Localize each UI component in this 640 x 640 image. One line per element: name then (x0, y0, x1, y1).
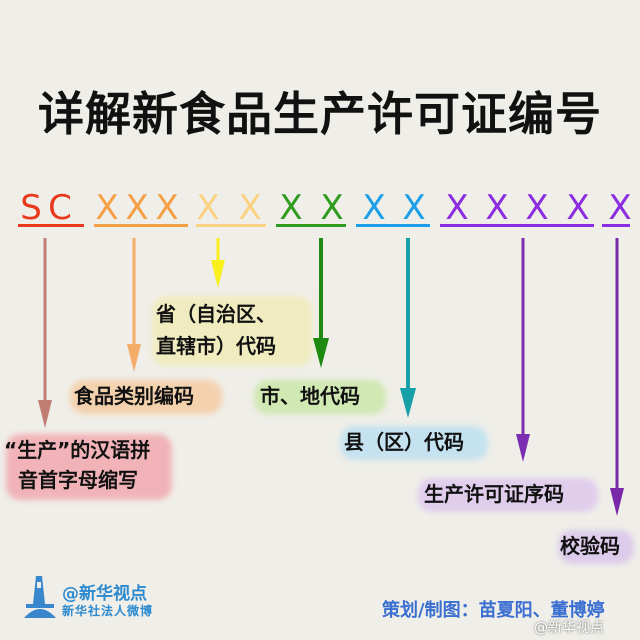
code-char: C (48, 188, 72, 228)
label-check: 校验码 (560, 534, 620, 558)
code-char: X (238, 188, 262, 228)
label-province-line1: 省（自治区、 (156, 302, 276, 326)
watermark: @新华视点 (534, 620, 604, 636)
code-char: X (566, 188, 590, 228)
underline-county (356, 224, 430, 227)
label-pinyin-line2: 音首字母缩写 (18, 468, 138, 492)
code-char: X (445, 188, 469, 228)
arrow-category (127, 238, 141, 372)
arrow-county (400, 238, 416, 418)
code-char: X (125, 188, 149, 228)
code-char: X (196, 188, 220, 228)
highlight-serial (418, 478, 598, 512)
credit-text: 策划/制图：苗夏阳、董博婷 (382, 600, 605, 621)
label-serial: 生产许可证序码 (424, 482, 564, 506)
code-char: X (320, 188, 344, 228)
underline-check (602, 224, 630, 227)
code-char: X (279, 188, 303, 228)
label-food-category: 食品类别编码 (74, 384, 194, 408)
highlight-check (558, 530, 634, 564)
code-char: X (402, 188, 426, 228)
arrow-city (313, 238, 329, 368)
code-char: S (20, 188, 42, 228)
underline-province (196, 224, 266, 227)
code-char: X (525, 188, 549, 228)
arrow-province (211, 238, 225, 288)
code-char: X (155, 188, 179, 228)
code-char: X (485, 188, 509, 228)
brand-subtitle: 新华社法人微博 (62, 604, 154, 618)
highlight-county (340, 426, 488, 460)
label-pinyin-line1: “生产”的汉语拼 (4, 438, 151, 462)
underline-sc (18, 224, 84, 227)
page-title: 详解新食品生产许可证编号 (38, 87, 602, 141)
highlight-city (254, 380, 386, 414)
label-county: 县（区）代码 (344, 430, 464, 454)
highlight-pinyin (6, 434, 172, 500)
brand-name: @新华视点 (62, 584, 147, 604)
underline-serial (440, 224, 594, 227)
label-province-line2: 直辖市）代码 (156, 334, 276, 358)
arrow-serial (516, 238, 530, 462)
underline-category (94, 224, 188, 227)
underline-city (276, 224, 346, 227)
highlight-province (152, 296, 312, 366)
highlight-category (70, 380, 222, 414)
xinhua-tower-logo (24, 576, 56, 618)
code-char: X (608, 188, 632, 228)
arrow-check (610, 238, 624, 516)
code-char: X (95, 188, 119, 228)
label-city: 市、地代码 (260, 384, 360, 408)
code-char: X (362, 188, 386, 228)
arrow-sc (38, 238, 52, 428)
